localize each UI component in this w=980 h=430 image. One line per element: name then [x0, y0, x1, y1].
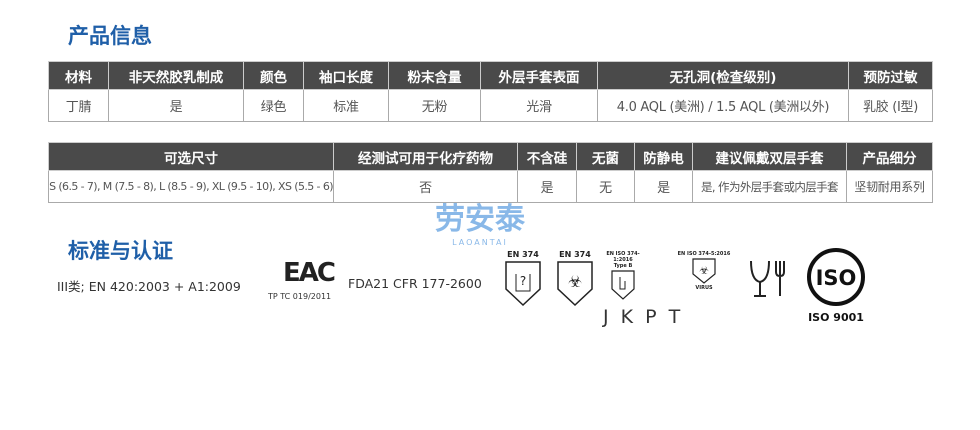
watermark-latin: LAOANTAI [452, 238, 508, 247]
col-header: 材料 [48, 61, 109, 90]
jkpt-letters: J K P T [603, 306, 684, 328]
en374-label: EN 374 [507, 250, 539, 259]
cell: 丁腈 [48, 89, 109, 122]
cell: 绿色 [243, 89, 304, 122]
en374-biohazard-icon: EN 374 ☣ [555, 250, 595, 311]
svg-text:☣: ☣ [699, 264, 709, 277]
product-info-title: 产品信息 [68, 24, 152, 48]
cell: 无 [576, 170, 635, 203]
cell: 是, 作为外层手套或内层手套 [692, 170, 847, 203]
iso-9001-label: ISO 9001 [808, 311, 864, 324]
cell: 标准 [303, 89, 389, 122]
product-info-table: 材料 非天然胶乳制成 颜色 袖口长度 粉末含量 外层手套表面 无孔洞(检查级别)… [48, 61, 933, 122]
en-iso-374-5-icon: EN ISO 374-5:2016 ☣ VIRUS [677, 251, 731, 291]
virus-label: VIRUS [695, 285, 713, 291]
fda-text: FDA21 CFR 177-2600 [348, 276, 482, 291]
header-row: 材料 非天然胶乳制成 颜色 袖口长度 粉末含量 外层手套表面 无孔洞(检查级别)… [48, 61, 933, 90]
svg-text:?: ? [520, 274, 526, 288]
col-header: 建议佩戴双层手套 [692, 142, 847, 171]
cell: 无粉 [388, 89, 481, 122]
standards-title: 标准与认证 [68, 239, 173, 263]
cell: 4.0 AQL (美洲) / 1.5 AQL (美洲以外) [597, 89, 849, 122]
cell: 否 [333, 170, 518, 203]
col-header: 非天然胶乳制成 [108, 61, 244, 90]
header-row: 可选尺寸 经测试可用于化疗药物 不含硅 无菌 防静电 建议佩戴双层手套 产品细分 [48, 142, 933, 171]
svg-text:☣: ☣ [568, 272, 582, 291]
col-header: 外层手套表面 [480, 61, 598, 90]
table-row: S (6.5 - 7), M (7.5 - 8), L (8.5 - 9), X… [48, 170, 933, 203]
cell: S (6.5 - 7), M (7.5 - 8), L (8.5 - 9), X… [48, 170, 334, 203]
en-iso-374-1-icon: EN ISO 374-1:2016 Type B [598, 251, 648, 305]
col-header: 无孔洞(检查级别) [597, 61, 849, 90]
iso-text: ISO [816, 266, 857, 290]
food-safe-icon [748, 258, 788, 304]
eac-subtitle: TP TC 019/2011 [268, 292, 332, 301]
cell: 是 [517, 170, 577, 203]
col-header: 可选尺寸 [48, 142, 334, 171]
col-header: 产品细分 [846, 142, 933, 171]
cell: 乳胶 (I型) [848, 89, 933, 122]
col-header: 防静电 [634, 142, 693, 171]
col-header: 颜色 [243, 61, 304, 90]
en374-5-label: EN ISO 374-5:2016 [677, 251, 731, 257]
en374-label: EN 374 [559, 250, 591, 259]
col-header: 袖口长度 [303, 61, 389, 90]
product-info-table-2: 可选尺寸 经测试可用于化疗药物 不含硅 无菌 防静电 建议佩戴双层手套 产品细分… [48, 142, 933, 203]
en420-text: III类; EN 420:2003 + A1:2009 [57, 279, 241, 294]
col-header: 粉末含量 [388, 61, 481, 90]
type-b-label: Type B [613, 263, 633, 269]
cell: 坚韧耐用系列 [846, 170, 933, 203]
col-header: 预防过敏 [848, 61, 933, 90]
cell: 是 [108, 89, 244, 122]
en374-1-label: EN ISO 374-1:2016 [606, 251, 640, 263]
col-header: 经测试可用于化疗药物 [333, 142, 518, 171]
eac-mark: EAC [283, 258, 336, 288]
cell: 是 [634, 170, 693, 203]
cell: 光滑 [480, 89, 598, 122]
watermark-name: 劳安泰 [435, 202, 525, 237]
col-header: 无菌 [576, 142, 635, 171]
en374-chemical-icon: EN 374 ? [503, 250, 543, 311]
col-header: 不含硅 [517, 142, 577, 171]
iso-9001-logo: ISO ISO 9001 [803, 247, 869, 324]
watermark-logo: 劳安泰 LAOANTAI [400, 203, 560, 249]
table-row: 丁腈 是 绿色 标准 无粉 光滑 4.0 AQL (美洲) / 1.5 AQL … [48, 89, 933, 122]
